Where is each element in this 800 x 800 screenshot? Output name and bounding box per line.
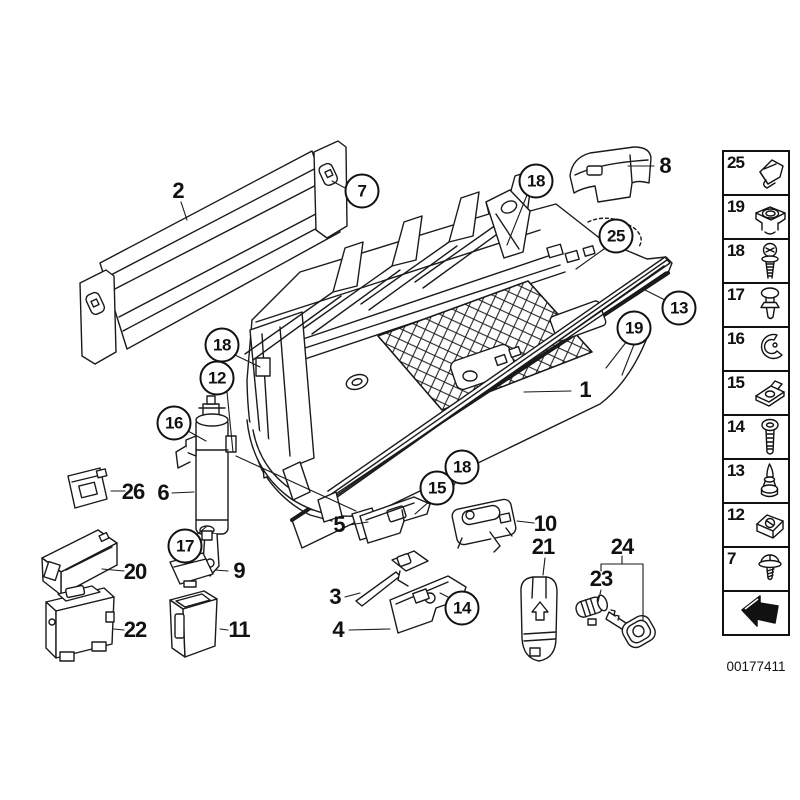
callout-8: 8 [659,153,671,178]
expansion-rivet-icon [752,285,788,325]
cage-nut-icon [752,505,788,545]
part-6-damper [176,396,236,576]
legend-item-number: 7 [727,549,737,568]
legend-item-number: 16 [727,329,745,348]
washer-screw-icon [752,241,788,281]
fastener-legend: 25 19 18 17 16 15 14 13 12 7 [722,150,790,636]
legend-item-15: 15 [722,370,790,416]
screw-icon [752,417,788,457]
callout-9: 9 [233,558,245,583]
callout-18: 18 [518,163,554,199]
legend-item-16: 16 [722,326,790,372]
clamp-nut-icon [752,373,788,413]
callout-2: 2 [172,178,184,203]
part-8-cover [570,147,651,202]
part-1-glovebox-housing [245,170,672,548]
callout-18: 18 [444,449,480,485]
legend-item-14: 14 [722,414,790,460]
callout-10: 10 [533,511,558,536]
callout-19: 19 [616,310,652,346]
legend-item-7: 7 [722,546,790,592]
legend-item-17: 17 [722,282,790,328]
legend-item-25: 25 [722,150,790,196]
legend-item-number: 25 [727,153,745,172]
callout-18: 18 [204,327,240,363]
callout-1: 1 [579,377,591,402]
pin-rivet-icon [752,461,788,501]
legend-item-12: 12 [722,502,790,548]
callout-7: 7 [344,173,380,209]
callout-26: 26 [121,479,146,504]
e-clip-icon [752,329,788,369]
callout-23: 23 [589,566,614,591]
legend-item-number: 19 [727,197,745,216]
grommet-icon [752,197,788,237]
diagram-number: 00177411 [726,659,786,674]
sheet-clip-icon [752,153,788,193]
callout-16: 16 [156,405,192,441]
callout-13: 13 [661,290,697,326]
callout-22: 22 [123,617,148,642]
part-20-lamp-box [42,530,117,595]
part-23-lock-cylinder [574,594,609,625]
part-24-key [606,610,658,651]
back-arrow-icon [738,593,779,633]
callout-6: 6 [157,480,169,505]
callout-11: 11 [228,617,250,642]
part-5-bracket [360,497,430,543]
legend-item-number: 17 [727,285,745,304]
legend-back-arrow-box[interactable] [722,590,790,636]
legend-item-19: 19 [722,194,790,240]
callout-21: 21 [531,534,556,559]
callout-3: 3 [329,584,341,609]
legend-item-18: 18 [722,238,790,284]
part-21-handle-cover [521,577,557,661]
legend-item-number: 12 [727,505,745,524]
part-17-pin [200,526,214,540]
part-26-cap [68,468,107,508]
legend-item-number: 15 [727,373,745,392]
callout-25: 25 [598,218,634,254]
callout-15: 15 [419,470,455,506]
callout-14: 14 [444,590,480,626]
part-11-box [170,591,217,657]
legend-item-number: 14 [727,417,745,436]
callout-12: 12 [199,360,235,396]
legend-item-number: 13 [727,461,745,480]
callout-17: 17 [167,528,203,564]
callout-4: 4 [332,617,344,642]
part-2-trim-panel [80,141,347,364]
callout-24: 24 [610,534,635,559]
part-3-striker [356,551,428,606]
part-4-lock-housing [390,576,466,633]
legend-item-number: 18 [727,241,745,260]
callout-5: 5 [333,512,345,537]
part-22-switch [46,585,114,661]
callout-20: 20 [123,559,148,584]
part-10-actuator [451,498,517,552]
push-nut-icon [752,549,788,589]
legend-item-13: 13 [722,458,790,504]
